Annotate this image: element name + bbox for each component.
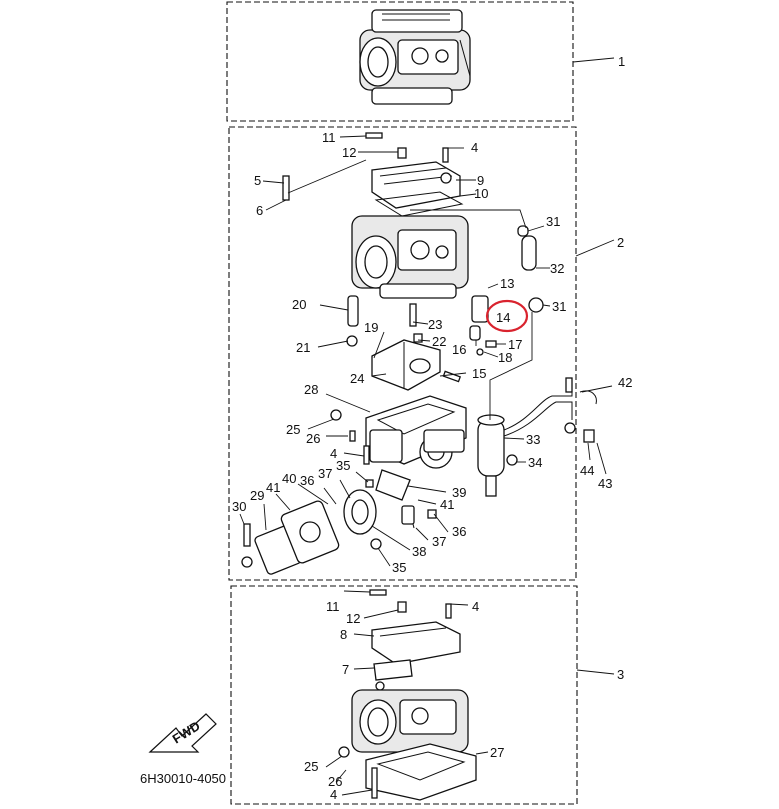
callout: 4 <box>471 140 478 155</box>
float-bowl-28 <box>365 395 467 469</box>
callout: 26 <box>306 431 320 446</box>
carburetor-body-main <box>351 215 469 299</box>
callout: 15 <box>472 366 486 381</box>
callout: 37 <box>318 466 332 481</box>
callout: 23 <box>428 317 442 332</box>
small-hardware <box>241 132 597 568</box>
callout: 8 <box>340 627 347 642</box>
callout: 22 <box>432 334 446 349</box>
callout: 11 <box>322 130 336 145</box>
callout: 30 <box>232 499 246 514</box>
callout-labels: 1 2 3 11 12 4 9 10 5 6 31 32 13 31 20 23… <box>232 54 632 802</box>
callout: 19 <box>364 320 378 335</box>
callout: 28 <box>304 382 318 397</box>
callout-highlighted: 14 <box>496 310 510 325</box>
fwd-arrow-icon: FWD <box>148 713 217 753</box>
callout: 5 <box>254 173 261 188</box>
accelerator-pump-parts <box>254 469 415 575</box>
callout: 13 <box>500 276 514 291</box>
callout: 27 <box>490 745 504 760</box>
callout: 33 <box>526 432 540 447</box>
callout: 31 <box>546 214 560 229</box>
assembly-box-3 <box>230 585 578 805</box>
callout: 24 <box>350 371 364 386</box>
float-19 <box>371 339 441 391</box>
highlight-ring <box>485 299 529 333</box>
callout: 7 <box>342 662 349 677</box>
callout: 32 <box>550 261 564 276</box>
callout: 38 <box>412 544 426 559</box>
carburetor-assembly-top <box>359 9 471 105</box>
callout: 4 <box>330 787 337 802</box>
callout: 1 <box>618 54 625 69</box>
callout: 29 <box>250 488 264 503</box>
callout: 17 <box>508 337 522 352</box>
leader-lines-middle <box>239 57 615 675</box>
enrichener-solenoid-33 <box>477 377 573 497</box>
callout: 36 <box>452 524 466 539</box>
gasket-10 <box>374 191 464 217</box>
callout: 25 <box>304 759 318 774</box>
callout: 12 <box>342 145 356 160</box>
callout: 35 <box>392 560 406 575</box>
callout: 42 <box>618 375 632 390</box>
callout: 31 <box>552 299 566 314</box>
callout: 3 <box>617 667 624 682</box>
callout: 43 <box>598 476 612 491</box>
callout: 11 <box>326 599 340 614</box>
leader-lines-bottom <box>325 590 489 796</box>
callout: 18 <box>498 350 512 365</box>
callout: 36 <box>300 473 314 488</box>
callout: 4 <box>472 599 479 614</box>
callout: 37 <box>432 534 446 549</box>
callout: 26 <box>328 774 342 789</box>
callout: 40 <box>282 471 296 486</box>
callout: 6 <box>256 203 263 218</box>
callout: 44 <box>580 463 594 478</box>
callout: 20 <box>292 297 306 312</box>
carburetor-assembly-bottom <box>338 589 477 801</box>
callout: 2 <box>617 235 624 250</box>
callout: 16 <box>452 342 466 357</box>
callout: 10 <box>474 186 488 201</box>
callout: 35 <box>336 458 350 473</box>
callout: 41 <box>266 480 280 495</box>
drawing-code: 6H30010-4050 <box>140 771 226 786</box>
callout: 4 <box>330 446 337 461</box>
assembly-box-2 <box>228 126 577 581</box>
assembly-box-1 <box>226 1 574 122</box>
callout: 41 <box>440 497 454 512</box>
callout: 12 <box>346 611 360 626</box>
callout: 25 <box>286 422 300 437</box>
callout: 34 <box>528 455 542 470</box>
callout: 9 <box>477 173 484 188</box>
top-cover <box>371 161 461 209</box>
callout: 21 <box>296 340 310 355</box>
callout: 39 <box>452 485 466 500</box>
